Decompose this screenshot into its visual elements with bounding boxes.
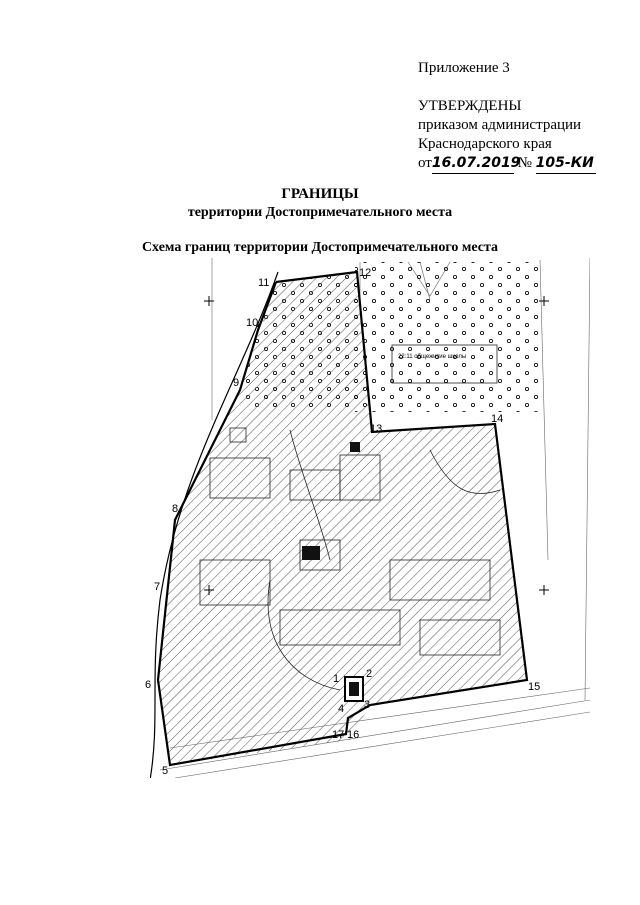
point-label-17: 17 — [332, 729, 344, 741]
approval-number: 105-КИ — [535, 154, 596, 174]
marker-building — [349, 682, 359, 696]
grid-crosses — [204, 296, 549, 595]
approved-line-2: Краснодарского края — [418, 136, 552, 152]
building-outlines — [199, 344, 501, 691]
territory-boundary — [156, 270, 529, 767]
marker-building — [350, 442, 360, 452]
approval-date: 16.07.2019 — [431, 154, 520, 174]
point-label-6: 6 — [145, 679, 151, 691]
approval-date-line: от16.07.2019 № 105-КИ — [418, 154, 596, 174]
point-label-15: 15 — [528, 681, 540, 693]
number-prefix: № — [517, 155, 532, 171]
marker-building — [302, 546, 320, 560]
point-label-5: 5 — [162, 765, 168, 777]
point-label-13: 13 — [370, 423, 382, 435]
point-label-7: 7 — [154, 581, 160, 593]
point-label-12: 12 — [359, 267, 371, 279]
point-label-8: 8 — [172, 503, 178, 515]
point-label-10: 10 — [246, 317, 258, 329]
appendix-label: Приложение 3 — [418, 60, 510, 76]
point-label-3: 3 — [364, 699, 370, 711]
point-label-2: 2 — [366, 668, 372, 680]
point-label-16: 16 — [347, 729, 359, 741]
point-label-14: 14 — [491, 413, 503, 425]
road-curve — [150, 271, 279, 778]
building-label: 22:11 общежитие школы — [398, 354, 466, 360]
point-label-9: 9 — [233, 377, 239, 389]
scheme-title: Схема границ территории Достопримечатель… — [141, 240, 499, 255]
date-prefix: от — [418, 155, 432, 171]
approved-title: УТВЕРЖДЕНЫ — [418, 98, 522, 114]
approved-line-1: приказом администрации — [418, 117, 582, 133]
point-label-11: 11 — [258, 277, 269, 289]
point-label-4: 4 — [338, 703, 344, 715]
dotted-zone-east — [355, 262, 540, 412]
page-subtitle: территории Достопримечательного места — [187, 205, 453, 220]
point-labels: 1 2 3 4 5 6 7 8 9 10 11 12 13 14 15 16 1… — [145, 267, 540, 777]
hatched-territory — [158, 272, 527, 765]
point-label-1: 1 — [333, 673, 339, 685]
approval-block: УТВЕРЖДЕНЫ приказом администрации Красно… — [418, 97, 596, 174]
page-title: ГРАНИЦЫ — [281, 186, 359, 202]
